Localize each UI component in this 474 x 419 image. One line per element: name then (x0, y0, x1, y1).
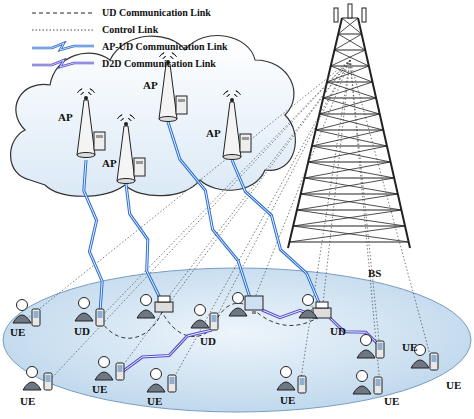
user-icon (23, 367, 41, 391)
legend-entry: Control Link (30, 21, 228, 38)
user-icon (357, 335, 375, 359)
legend-sample (30, 58, 96, 70)
ue-label: UE (20, 396, 35, 407)
phone-icon (116, 363, 124, 380)
user-icon (191, 305, 209, 329)
printer-icon (155, 296, 173, 312)
legend-sample (30, 7, 96, 19)
ue-label: UE (147, 396, 162, 407)
legend-text: UD Communication Link (102, 7, 211, 18)
ud-label: UD (200, 336, 216, 347)
ap-cloud (11, 36, 296, 197)
user-icon (13, 300, 31, 324)
access-point (223, 91, 251, 160)
ap-label: AP (206, 128, 221, 139)
ap-label: AP (143, 80, 158, 91)
access-point (117, 115, 145, 184)
user-icon (229, 293, 247, 317)
devices (13, 53, 438, 394)
user-icon (147, 369, 165, 393)
user-icon (353, 371, 371, 395)
phone-icon (298, 376, 306, 393)
ue-label: UE (10, 327, 25, 338)
legend-text: Control Link (102, 24, 158, 35)
legend-entry: D2D Communication Link (30, 55, 228, 72)
ap-label: AP (102, 158, 117, 169)
phone-icon (376, 341, 384, 358)
legend-sample (30, 24, 96, 36)
phone-icon (430, 353, 438, 370)
legend: UD Communication LinkControl LinkAP-UD C… (30, 4, 228, 72)
ue-label: UE (280, 395, 295, 406)
user-icon (137, 295, 155, 319)
ud-label: UD (74, 326, 90, 337)
ue-label: UE (446, 380, 461, 391)
ue-label: UE (384, 396, 399, 407)
phone-icon (32, 309, 40, 326)
phone-icon (374, 377, 382, 394)
phone-icon (168, 375, 176, 392)
user-icon (75, 298, 93, 322)
user-icon (95, 357, 113, 381)
ap-label: AP (58, 112, 73, 123)
base-station-tower (288, 4, 410, 248)
access-point (77, 89, 105, 158)
phone-icon (210, 313, 218, 330)
phone-icon (44, 373, 52, 390)
ground-area (3, 268, 471, 412)
user-icon (299, 295, 317, 319)
links (28, 60, 432, 385)
ue-label: UE (402, 342, 417, 353)
ue-label: UE (92, 384, 107, 395)
legend-text: D2D Communication Link (102, 58, 216, 69)
ud-label: UD (330, 326, 346, 337)
user-icon (277, 367, 295, 391)
legend-text: AP-UD Communication Link (102, 41, 228, 52)
bs-label: BS (368, 268, 381, 279)
monitor-icon (245, 296, 263, 314)
legend-entry: UD Communication Link (30, 4, 228, 21)
legend-entry: AP-UD Communication Link (30, 38, 228, 55)
legend-sample (30, 41, 96, 53)
phone-icon (96, 309, 104, 326)
